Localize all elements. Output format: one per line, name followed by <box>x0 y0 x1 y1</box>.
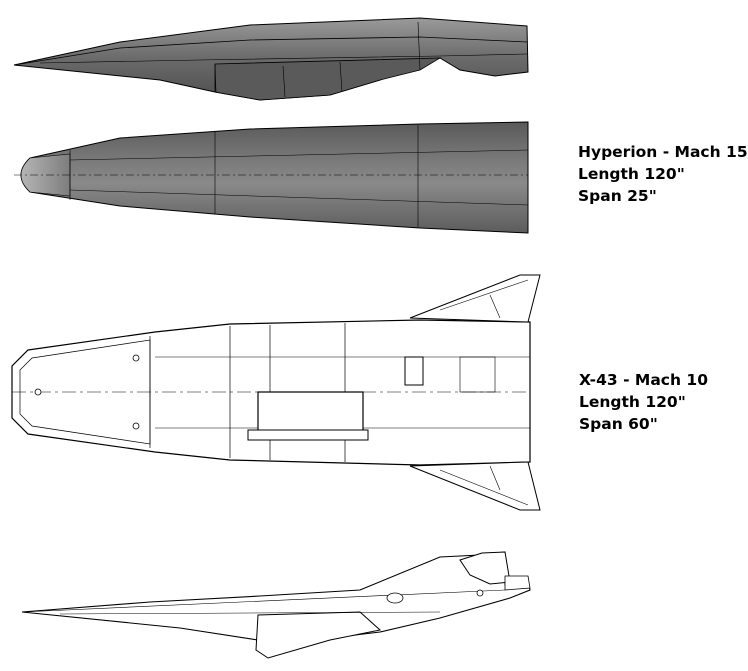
x43-side-fin <box>504 575 531 591</box>
hyperion-side-view <box>13 17 529 101</box>
x43-fastener <box>132 422 140 430</box>
x43-engine-inlet-frame <box>247 429 369 441</box>
hyperion-top-chine <box>69 189 529 206</box>
hyperion-nose-cap <box>20 153 71 197</box>
hyperion-top-body <box>20 121 529 234</box>
x43-length: Length 120" <box>579 393 686 411</box>
x43-caption: X-43 - Mach 10 Length 120" Span 60" <box>579 369 708 435</box>
hyperion-top-view <box>14 121 529 234</box>
x43-aft-panel <box>459 356 496 393</box>
hyperion-side-panel <box>214 63 217 93</box>
hyperion-engine-pod <box>214 57 442 101</box>
hyperion-top-chine <box>69 149 529 161</box>
hyperion-side-panel <box>417 21 421 71</box>
x43-top-view <box>11 274 541 511</box>
x43-side-line <box>21 589 506 613</box>
x43-side-line <box>59 611 441 615</box>
x43-side-fastener <box>476 589 484 597</box>
x43-lower-wing <box>409 461 541 511</box>
hyperion-side-upper <box>13 36 528 66</box>
hyperion-length: Length 120" <box>578 165 685 183</box>
hyperion-side-panel <box>282 65 286 98</box>
hyperion-side-panel <box>339 61 343 93</box>
x43-engine-inlet <box>257 391 364 433</box>
x43-name-speed: X-43 - Mach 10 <box>579 371 708 389</box>
x43-side-port <box>386 592 404 604</box>
x43-lower-wing-line <box>439 469 529 506</box>
hyperion-caption: Hyperion - Mach 15 Length 120" Span 25" <box>578 141 748 207</box>
x43-upper-wing-line <box>489 294 501 319</box>
hyperion-name-speed: Hyperion - Mach 15 <box>578 143 748 161</box>
x43-side-engine <box>255 611 382 659</box>
x43-lower-wing-line <box>489 465 501 491</box>
x43-fastener <box>34 388 42 396</box>
x43-fastener <box>132 354 140 362</box>
x43-side-view <box>21 551 531 659</box>
hyperion-side-mid <box>39 53 528 64</box>
x43-upper-wing <box>409 274 541 323</box>
x43-upper-wing-line <box>439 279 529 311</box>
hyperion-span: Span 25" <box>578 187 657 205</box>
x43-span: Span 60" <box>579 415 658 433</box>
x43-top-hatch <box>404 356 424 386</box>
